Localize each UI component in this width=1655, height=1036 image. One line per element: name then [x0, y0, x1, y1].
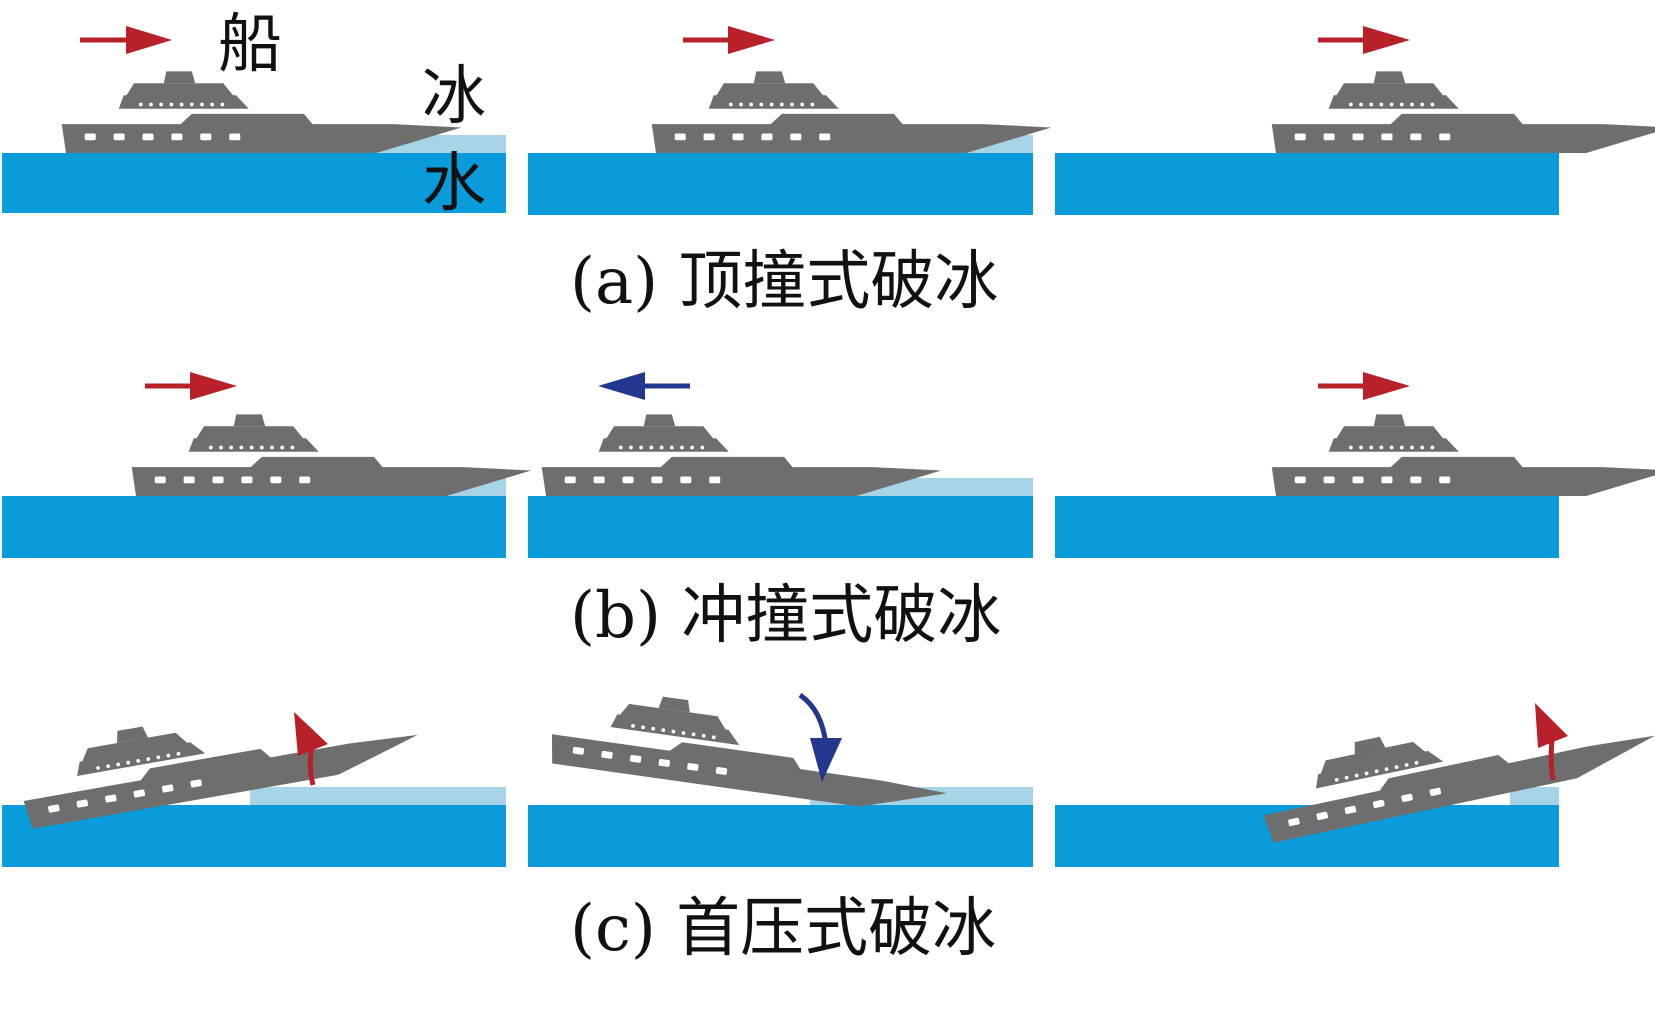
water-body [2, 496, 506, 558]
ice-sheet [250, 787, 506, 805]
water-body [2, 153, 506, 213]
water-body [1055, 496, 1559, 558]
ice-sheet [1510, 787, 1559, 805]
caption-a: (a) 顶撞式破冰 [570, 245, 998, 319]
ship-icon [651, 71, 1052, 153]
panel-b-1 [2, 372, 532, 558]
caption-c: (c) 首压式破冰 [570, 892, 996, 966]
right-arrow-icon [80, 26, 172, 54]
water-body [528, 496, 1033, 558]
panel-a-2 [528, 26, 1052, 215]
ship-icon [1271, 414, 1655, 496]
right-arrow-icon [683, 26, 775, 54]
ship-icon [541, 414, 942, 496]
water-body [1055, 153, 1559, 215]
panel-b-3 [1055, 372, 1655, 558]
water-body [528, 153, 1033, 215]
ship-icon [1271, 71, 1655, 153]
ship-icon [131, 414, 532, 496]
panel-c-1 [2, 679, 506, 867]
panel-a-1: 船 冰 水 [2, 8, 506, 221]
curved-up-arrow-icon [1535, 703, 1568, 781]
panel-c-3 [1055, 680, 1655, 867]
caption-b: (b) 冲撞式破冰 [570, 579, 1001, 653]
left-arrow-icon [598, 372, 690, 400]
ship-label: 船 [218, 8, 282, 82]
panel-a-3 [1055, 26, 1655, 215]
panel-c-2 [528, 682, 1033, 867]
curved-down-arrow-icon [798, 692, 842, 782]
right-arrow-icon [1318, 372, 1410, 400]
panel-b-2 [528, 372, 1033, 558]
water-body [528, 805, 1033, 867]
curved-up-arrow-icon [294, 712, 328, 786]
water-label: 水 [422, 147, 486, 221]
ship-icon [547, 682, 955, 819]
ship-icon [61, 71, 462, 153]
ice-label: 冰 [422, 60, 486, 134]
right-arrow-icon [1318, 26, 1410, 54]
right-arrow-icon [145, 372, 237, 400]
